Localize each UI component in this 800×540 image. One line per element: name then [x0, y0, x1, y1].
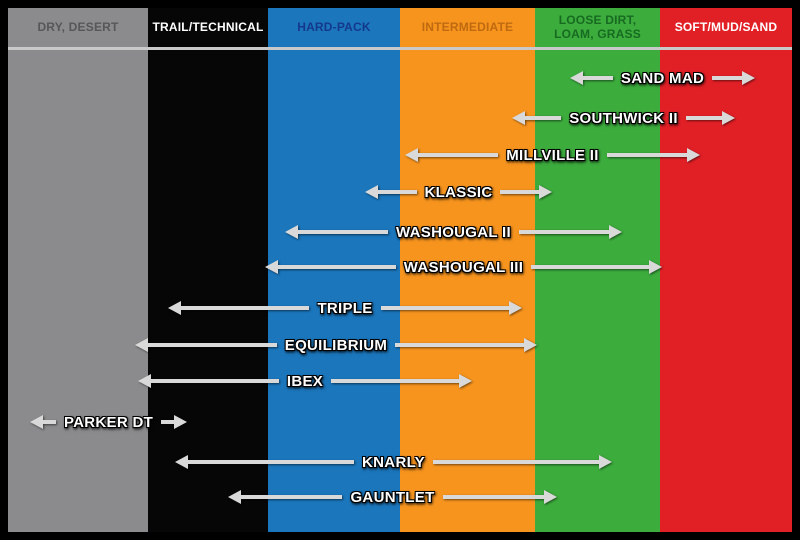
column-soft-mud-sand: SOFT/MUD/SAND — [660, 8, 792, 532]
tire-label: PARKER DT — [63, 413, 154, 431]
column-header-loose-dirt: LOOSE DIRT, LOAM, GRASS — [554, 12, 641, 41]
left-arrow-icon — [285, 225, 298, 239]
tire-range-row: MILLVILLE II — [405, 144, 701, 166]
tire-label: IBEX — [286, 372, 324, 390]
arrow-line — [43, 420, 56, 424]
left-arrow-icon — [175, 455, 188, 469]
column-header-dry-desert: DRY, DESERT — [37, 19, 119, 34]
arrow-line — [241, 495, 343, 499]
arrow-line — [432, 460, 600, 464]
column-header-soft-mud-sand: SOFT/MUD/SAND — [674, 19, 778, 34]
left-arrow-icon — [135, 338, 148, 352]
terrain-chart: DRY, DESERT TRAIL/TECHNICAL HARD-PACK IN… — [8, 8, 792, 532]
right-arrow-icon — [609, 225, 622, 239]
tire-label: GAUNTLET — [350, 488, 435, 506]
left-arrow-icon — [265, 260, 278, 274]
tire-range-row: EQUILIBRIUM — [135, 334, 537, 356]
column-loose-dirt: LOOSE DIRT, LOAM, GRASS — [535, 8, 660, 532]
left-arrow-icon — [138, 374, 151, 388]
column-dry-desert: DRY, DESERT — [8, 8, 148, 532]
column-header-intermediate: INTERMEDIATE — [421, 19, 514, 34]
right-arrow-icon — [544, 490, 557, 504]
column-hard-pack: HARD-PACK — [268, 8, 400, 532]
column-header-trail-technical: TRAIL/TECHNICAL — [152, 19, 264, 34]
right-arrow-icon — [599, 455, 613, 469]
column-header-hard-pack: HARD-PACK — [297, 19, 371, 34]
arrow-line — [525, 116, 562, 120]
tire-range-row: WASHOUGAL III — [265, 256, 662, 278]
arrow-line — [278, 265, 396, 269]
arrow-line — [188, 460, 355, 464]
left-arrow-icon — [228, 490, 241, 504]
arrow-line — [531, 265, 649, 269]
arrow-line — [151, 379, 279, 383]
arrow-line — [500, 190, 539, 194]
arrow-line — [380, 306, 510, 310]
right-arrow-icon — [722, 111, 735, 125]
right-arrow-icon — [687, 148, 701, 162]
tire-range-row: IBEX — [138, 370, 472, 392]
arrow-line — [685, 116, 722, 120]
tire-label: EQUILIBRIUM — [284, 336, 388, 354]
tire-label: KLASSIC — [424, 183, 493, 201]
arrow-line — [519, 230, 609, 234]
tire-range-row: PARKER DT — [30, 411, 187, 433]
right-arrow-icon — [509, 301, 523, 315]
right-arrow-icon — [459, 374, 472, 388]
tire-range-row: TRIPLE — [168, 297, 523, 319]
arrow-line — [148, 343, 277, 347]
left-arrow-icon — [512, 111, 525, 125]
arrow-line — [298, 230, 388, 234]
tire-range-row: KNARLY — [175, 451, 613, 473]
tire-label: MILLVILLE II — [506, 146, 599, 164]
tire-range-row: WASHOUGAL II — [285, 221, 622, 243]
tire-range-row: SOUTHWICK II — [512, 107, 735, 129]
arrow-line — [331, 379, 459, 383]
arrow-line — [418, 153, 499, 157]
tire-label: KNARLY — [362, 453, 425, 471]
left-arrow-icon — [365, 185, 378, 199]
arrow-line — [583, 76, 613, 80]
tire-range-row: SAND MAD — [570, 67, 756, 89]
tire-label: WASHOUGAL II — [396, 223, 511, 241]
arrow-line — [395, 343, 524, 347]
tire-label: TRIPLE — [317, 299, 373, 317]
right-arrow-icon — [649, 260, 662, 274]
column-intermediate: INTERMEDIATE — [400, 8, 535, 532]
right-arrow-icon — [742, 71, 756, 85]
arrow-line — [378, 190, 417, 194]
tire-range-row: KLASSIC — [365, 181, 552, 203]
column-trail-technical: TRAIL/TECHNICAL — [148, 8, 268, 532]
tire-range-row: GAUNTLET — [228, 486, 557, 508]
right-arrow-icon — [524, 338, 537, 352]
left-arrow-icon — [30, 415, 43, 429]
arrow-line — [181, 306, 310, 310]
arrow-line — [606, 153, 688, 157]
tire-label: WASHOUGAL III — [403, 258, 524, 276]
left-arrow-icon — [168, 301, 181, 315]
arrow-line — [442, 495, 544, 499]
arrow-line — [161, 420, 174, 424]
left-arrow-icon — [405, 148, 418, 162]
right-arrow-icon — [174, 415, 187, 429]
tire-label: SOUTHWICK II — [569, 109, 678, 127]
header-divider — [8, 47, 792, 50]
arrow-rows: SAND MAD SOUTHWICK II MILLVILLE II KLASSIC W… — [8, 8, 792, 532]
left-arrow-icon — [570, 71, 583, 85]
right-arrow-icon — [539, 185, 552, 199]
tire-label: SAND MAD — [620, 69, 705, 87]
arrow-line — [712, 76, 743, 80]
